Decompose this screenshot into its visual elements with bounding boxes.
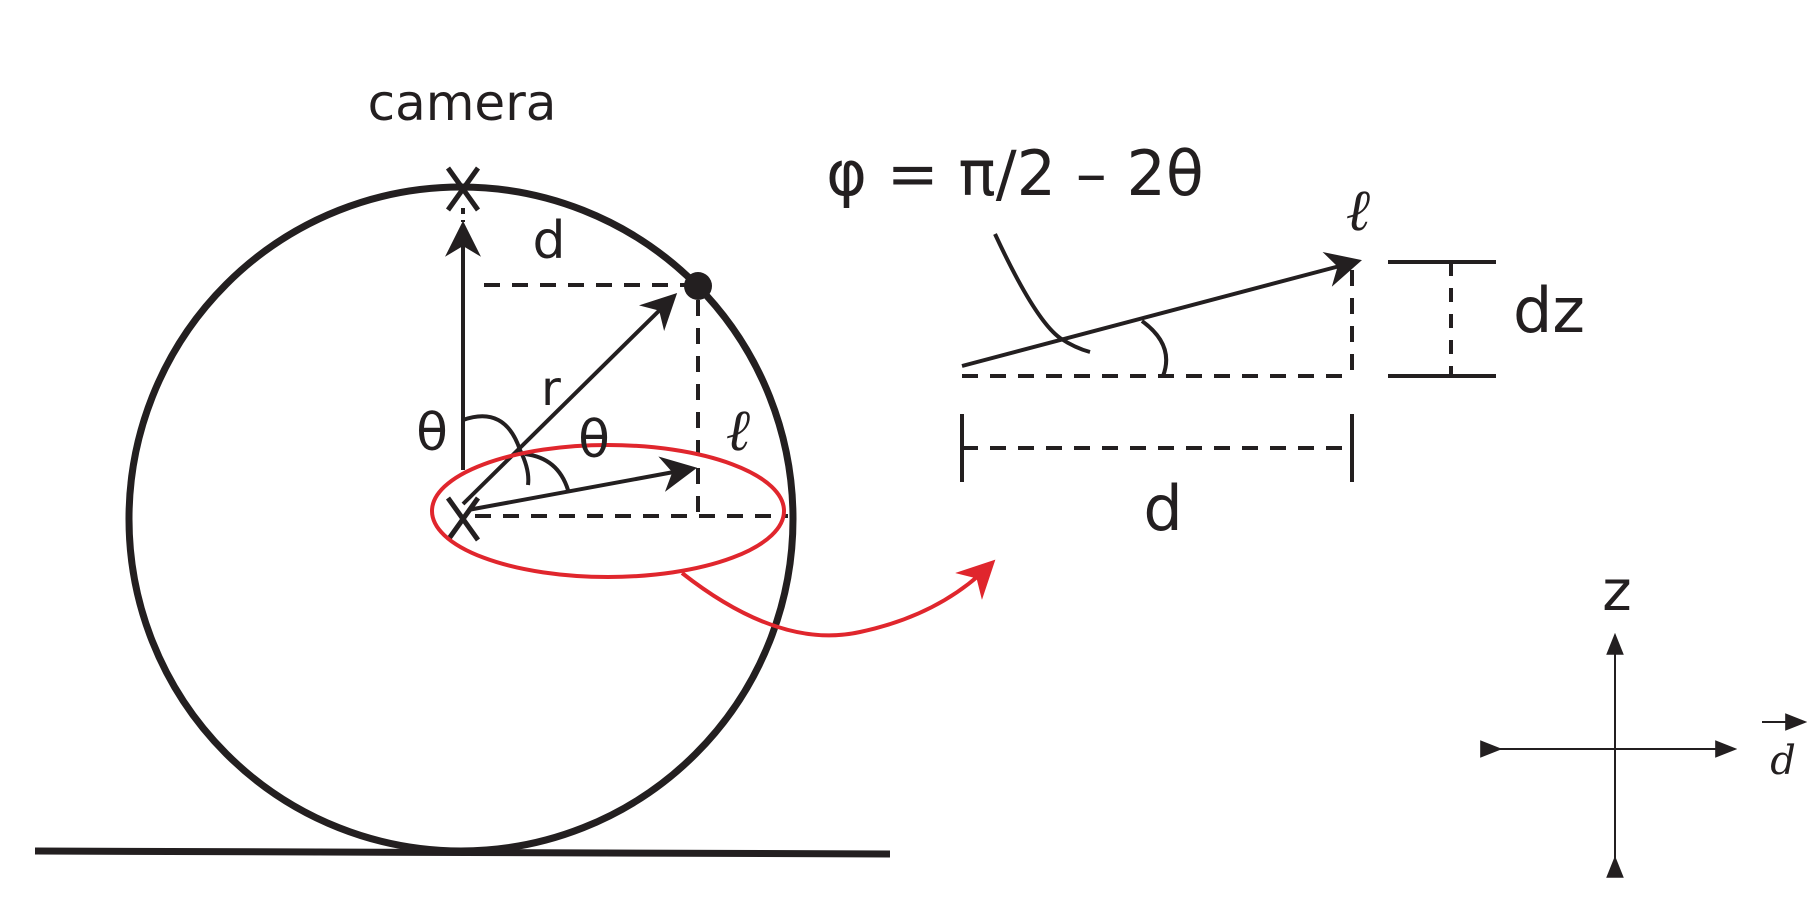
top-d-label: d — [532, 211, 565, 271]
radius-arrow — [461, 292, 678, 506]
d-axis-label: d — [1770, 738, 1796, 784]
ell-right-label: ℓ — [1346, 176, 1370, 244]
phi-angle-arc — [1140, 319, 1169, 377]
highlight-ellipse — [430, 443, 786, 579]
theta-mid-label: θ — [578, 410, 610, 470]
red-curved-arrow — [680, 559, 996, 638]
r-label: r — [541, 361, 561, 417]
d-bottom-label: d — [1143, 472, 1182, 545]
circle-point — [684, 272, 712, 300]
inset-slope-arrow — [961, 251, 1362, 368]
theta-arc-upper — [462, 414, 531, 486]
center-marker-x — [445, 496, 481, 542]
dz-label: dz — [1513, 274, 1585, 347]
phi-equation: φ = π/2 – 2θ — [826, 137, 1204, 210]
ell-left-label: ℓ — [726, 396, 750, 464]
camera-marker-x — [445, 166, 481, 212]
tilted-arrow — [467, 456, 698, 512]
phi-pointer-line — [993, 233, 1091, 354]
theta-arc-lower — [524, 452, 570, 491]
z-axis-label: z — [1602, 559, 1631, 624]
camera-label: camera — [368, 74, 557, 132]
theta-left-label: θ — [416, 403, 448, 463]
